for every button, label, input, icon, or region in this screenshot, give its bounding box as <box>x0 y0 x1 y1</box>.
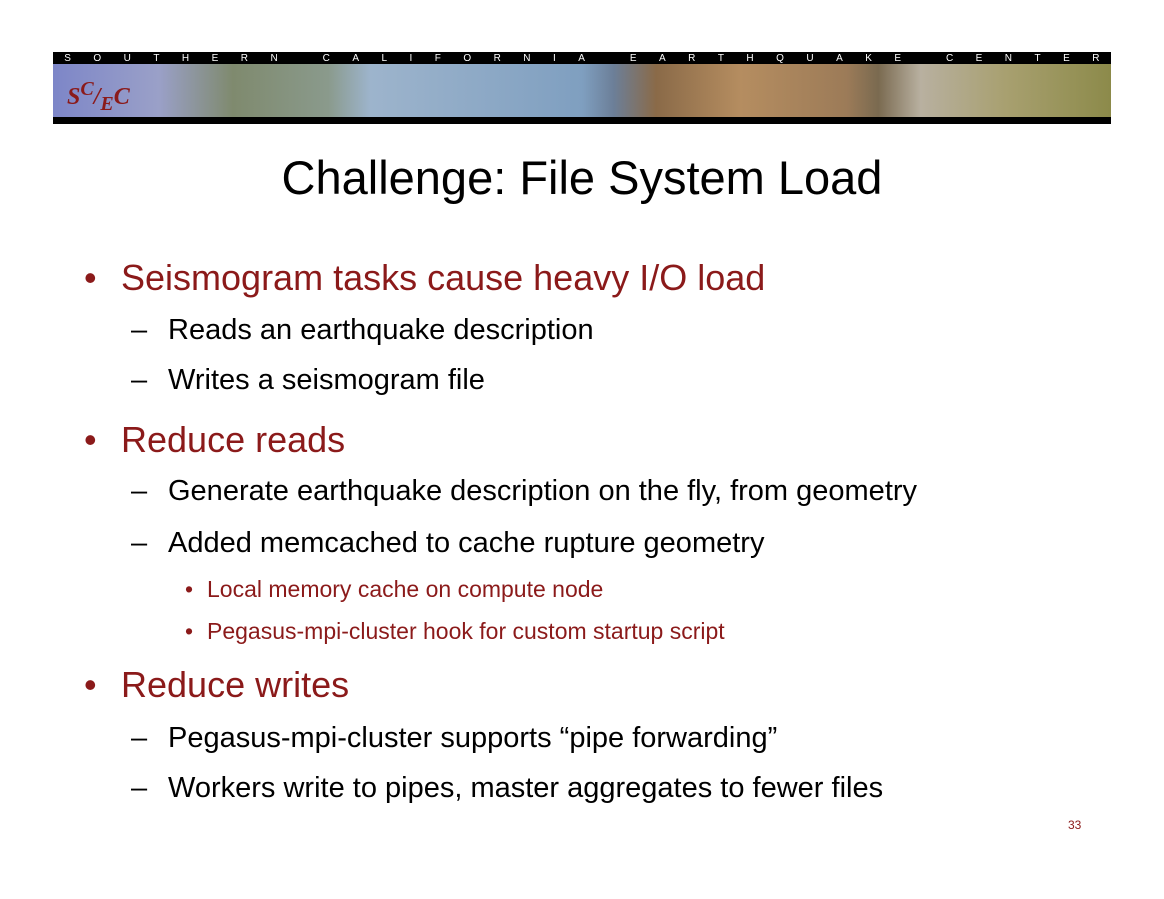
banner-photo-collage: SC/EC <box>53 64 1111 117</box>
banner-letter: A <box>658 52 666 64</box>
banner-letter: R <box>1092 52 1100 64</box>
sub-bullet: –Writes a seismogram file <box>131 364 485 396</box>
scec-logo: SC/EC <box>67 78 130 115</box>
banner-letter: H <box>746 52 754 64</box>
banner-letter: E <box>211 52 219 64</box>
banner-letter: A <box>352 52 359 64</box>
banner-letter: K <box>865 52 872 64</box>
banner-letter: T <box>717 52 724 64</box>
bullet-1: •Seismogram tasks cause heavy I/O load <box>84 257 766 298</box>
banner-letter: L <box>381 52 388 64</box>
banner-letter: O <box>93 52 102 64</box>
banner-letter: R <box>688 52 696 64</box>
bullet-2: •Reduce reads <box>84 419 346 460</box>
banner-letter: C <box>322 52 330 64</box>
banner-letter: S <box>64 52 71 64</box>
banner-letter: T <box>1034 52 1041 64</box>
banner-letter: O <box>463 52 472 64</box>
sub-bullet: –Generate earthquake description on the … <box>131 475 918 507</box>
banner-letter: I <box>552 52 556 64</box>
banner-letter: R <box>240 52 248 64</box>
page-number: 33 <box>1068 818 1082 832</box>
banner-letter: N <box>270 52 278 64</box>
banner-letter: E <box>975 52 983 64</box>
banner-letter: R <box>493 52 501 64</box>
banner-letter: N <box>1004 52 1013 64</box>
banner-letter: N <box>523 52 531 64</box>
sub-sub-bullet: •Local memory cache on compute node <box>185 576 604 602</box>
banner-letter: T <box>153 52 160 64</box>
sub-sub-bullet: •Pegasus-mpi-cluster hook for custom sta… <box>185 618 725 644</box>
banner-letter: E <box>894 52 902 64</box>
banner-letter: C <box>945 52 954 64</box>
banner-letter: U <box>123 52 131 64</box>
banner-letter: U <box>806 52 814 64</box>
sub-bullet: –Workers write to pipes, master aggregat… <box>131 772 884 804</box>
banner-letter: E <box>1063 52 1070 64</box>
sub-bullet: –Reads an earthquake description <box>131 314 594 346</box>
banner-letter: A <box>836 52 843 64</box>
banner-letter: A <box>578 52 585 64</box>
slide-title: Challenge: File System Load <box>281 151 883 204</box>
banner-letter: H <box>181 52 190 64</box>
bullet-3: •Reduce writes <box>84 664 350 705</box>
banner-letter: I <box>409 52 413 64</box>
banner-letter: E <box>629 52 637 64</box>
sub-bullet: –Added memcached to cache rupture geomet… <box>131 527 765 559</box>
sub-bullet: –Pegasus-mpi-cluster supports “pipe forw… <box>131 722 778 754</box>
banner-letter: Q <box>776 52 784 64</box>
scec-banner: S O U T H E R N C A L I F O R N I A E A R T H Q U A K E C E N T E R SC… <box>53 52 1111 124</box>
banner-letter: F <box>434 52 441 64</box>
